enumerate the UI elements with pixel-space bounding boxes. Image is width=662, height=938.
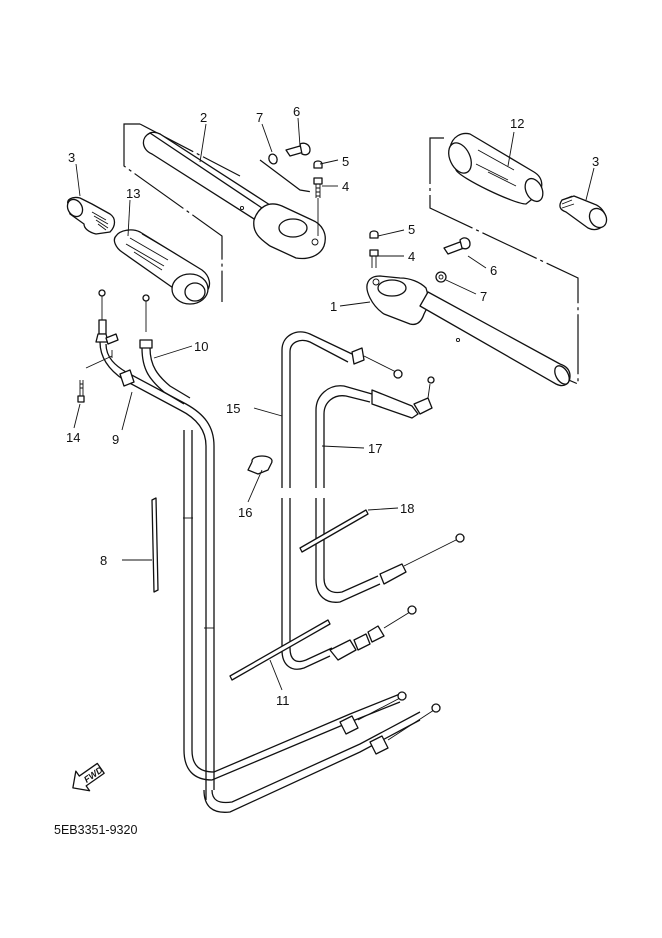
- callout-18: 18: [400, 501, 414, 516]
- callout-1: 1: [330, 299, 337, 314]
- callout-5-left: 5: [342, 154, 349, 169]
- callout-11: 10: [194, 339, 208, 354]
- callout-3-right: 3: [592, 154, 599, 169]
- callout-7-left: 7: [256, 110, 263, 125]
- handlebar-left: [142, 131, 326, 260]
- starter-cable: [315, 376, 465, 603]
- grip-end-left: [66, 196, 116, 235]
- grip: [448, 132, 544, 205]
- throttle-cables: [77, 289, 215, 800]
- callout-14: 16: [238, 505, 252, 520]
- callout-12: 14: [66, 430, 80, 445]
- forward-arrow-icon: FWD: [72, 762, 105, 792]
- fasteners-right: [369, 230, 471, 283]
- leader-lines: [73, 117, 595, 691]
- grip-end-right: [559, 195, 608, 231]
- right-assembly-frame: [429, 137, 579, 385]
- clamp: [247, 455, 273, 475]
- throttle-grip: [113, 229, 211, 305]
- callout-17: 17: [368, 441, 382, 456]
- callout-16: 8: [100, 553, 107, 568]
- bands: [151, 497, 369, 681]
- callout-8: 12: [510, 116, 524, 131]
- callout-6-right: 6: [490, 263, 497, 278]
- callout-4-right: 4: [408, 249, 415, 264]
- clutch-cable: [281, 331, 417, 670]
- callout-13: 15: [226, 401, 240, 416]
- callout-6-left: 6: [293, 104, 300, 119]
- fasteners-left: [259, 142, 323, 236]
- callout-10: 9: [112, 432, 119, 447]
- callout-2: 2: [200, 110, 207, 125]
- callout-7-right: 7: [480, 289, 487, 304]
- handlebar-right: [366, 275, 571, 387]
- fwd-label: FWD: [82, 764, 105, 784]
- catalog-code: 5EB3351-9320: [54, 823, 137, 837]
- callout-3-left: 3: [68, 150, 75, 165]
- callout-9: 13: [126, 186, 140, 201]
- callout-5-right: 5: [408, 222, 415, 237]
- throttle-cable-bundle: [183, 430, 441, 813]
- callout-4-left: 4: [342, 179, 349, 194]
- callout-15: 11: [276, 693, 290, 708]
- callout-labels: 2 3 13 7 6 5 4 12 3 5 4 6 7 1 10 14 9 15…: [66, 104, 599, 708]
